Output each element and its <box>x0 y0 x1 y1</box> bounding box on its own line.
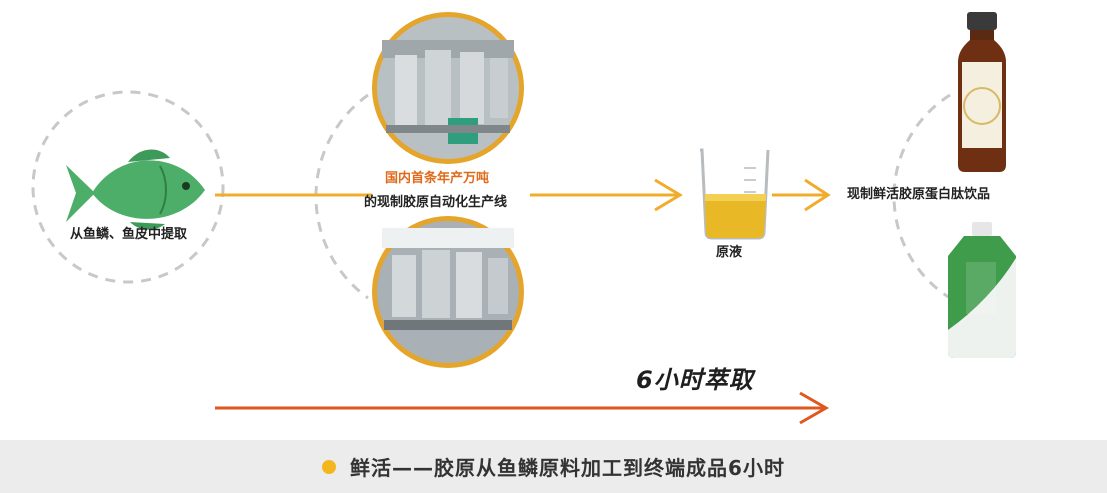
source-label: 从鱼鳞、鱼皮中提取 <box>70 227 188 242</box>
product-label: 现制鲜活胶原蛋白肽饮品 <box>847 187 991 202</box>
dashed-arc-left <box>31 90 225 284</box>
timeline-arrow <box>215 391 830 425</box>
dashed-arc-right <box>892 93 951 300</box>
fish-icon <box>66 149 205 230</box>
liquid-label: 原液 <box>716 245 743 260</box>
arrow-to-product <box>772 178 831 212</box>
timeline-label: 6小时萃取 <box>636 366 754 394</box>
bullet-dot-icon <box>322 459 337 474</box>
beaker-icon <box>700 148 770 240</box>
bottle-icon <box>958 12 1006 172</box>
factory-photo-top <box>372 12 524 164</box>
line-label-top: 国内首条年产万吨 <box>385 171 490 186</box>
line-label-bottom: 的现制胶原自动化生产线 <box>364 195 508 210</box>
process-diagram <box>31 12 1016 425</box>
footer-text: 鲜活——胶原从鱼鳞原料加工到终端成品6小时 <box>350 456 785 480</box>
factory-photo-bottom <box>372 216 524 368</box>
footer-bar: 鲜活——胶原从鱼鳞原料加工到终端成品6小时 <box>0 440 1107 493</box>
pouch-icon <box>948 222 1016 358</box>
arrow-to-liquid <box>530 178 683 212</box>
dashed-arc-middle <box>314 93 369 300</box>
